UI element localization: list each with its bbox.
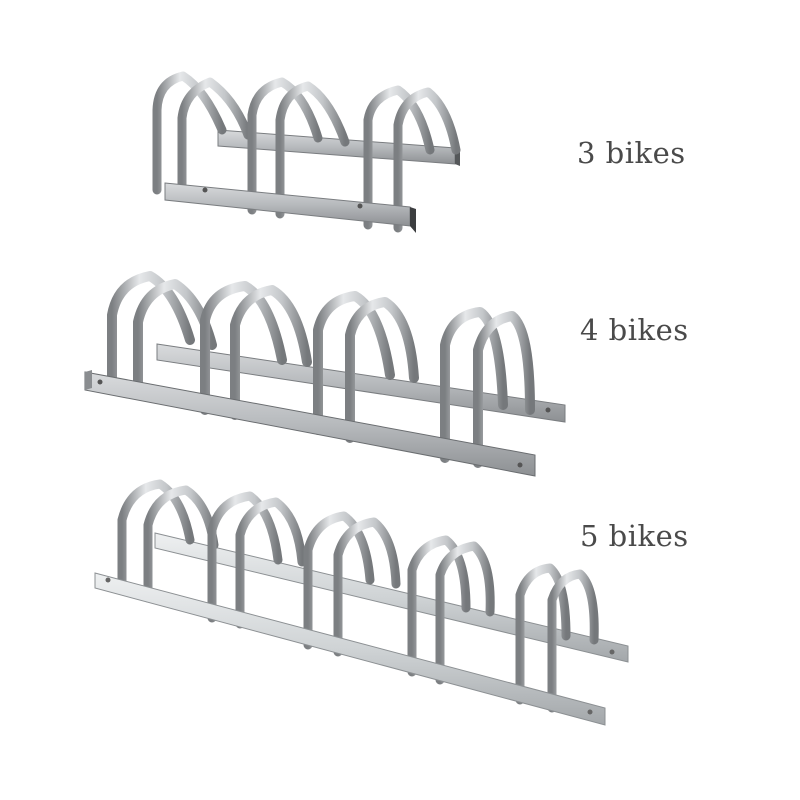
rack-4-front-bar [84,370,536,477]
rack-5-front-bar [94,572,606,726]
rack-5-hoops [117,479,599,713]
rack-3-bikes [152,71,461,233]
rack-4-hoops [107,271,535,468]
rack-3-hoops [152,71,461,233]
rack-5-bikes [94,479,629,726]
rack-4-bikes [84,271,566,477]
rack-3-front-bar [164,182,416,233]
label-5-bikes: 5 bikes [580,519,689,553]
rack-4-back-bar [156,343,566,423]
label-4-bikes: 4 bikes [580,313,689,347]
label-3-bikes: 3 bikes [577,136,686,170]
